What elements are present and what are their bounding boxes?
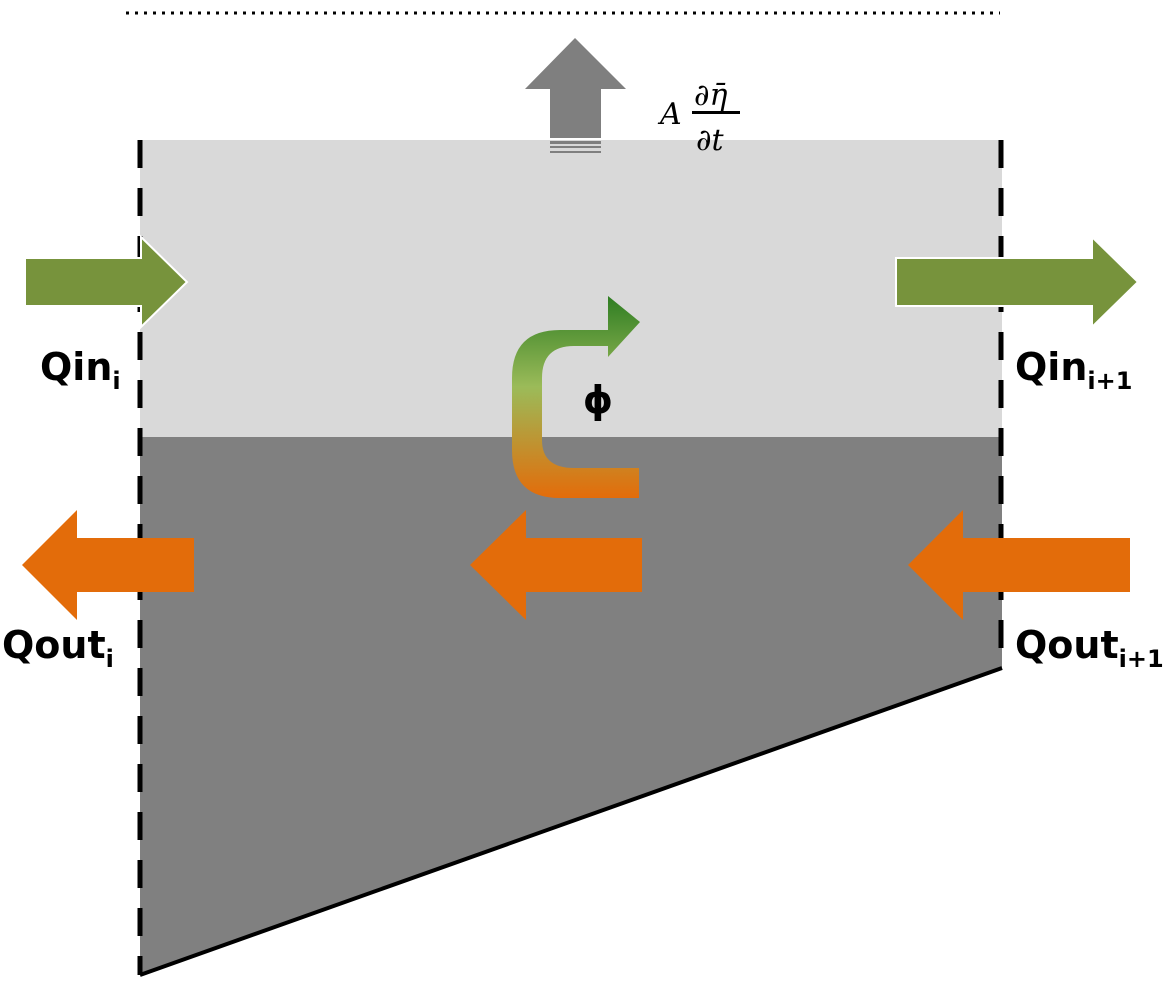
surface-term-denominator: ∂t (696, 123, 725, 158)
outflow-arrow-right-icon (908, 510, 1130, 620)
qout-right-label: Qouti+1 (1015, 623, 1164, 673)
upper-layer (140, 140, 1002, 437)
bed-line (139, 666, 1003, 977)
surface-rise-arrow-icon (525, 38, 626, 153)
fraction-bar (692, 111, 740, 114)
qin-left-label: Qini (40, 345, 121, 395)
exchange-label: ϕ (583, 378, 613, 422)
exchange-arrow-icon (512, 296, 640, 498)
qout-left-label: Qouti (2, 623, 114, 673)
inflow-arrow-left-icon (24, 234, 189, 330)
lower-layer (140, 437, 1002, 975)
qin-right-label: Qini+1 (1015, 345, 1132, 395)
surface-term-prefix: A (657, 97, 682, 132)
outflow-arrow-left-icon (22, 510, 194, 620)
surface-term-numerator: ∂η̄ (694, 78, 728, 113)
surface-term: A ∂η̄ ∂t (657, 78, 740, 158)
outflow-arrow-middle-icon (470, 510, 642, 620)
inflow-arrow-right-icon (895, 234, 1140, 330)
